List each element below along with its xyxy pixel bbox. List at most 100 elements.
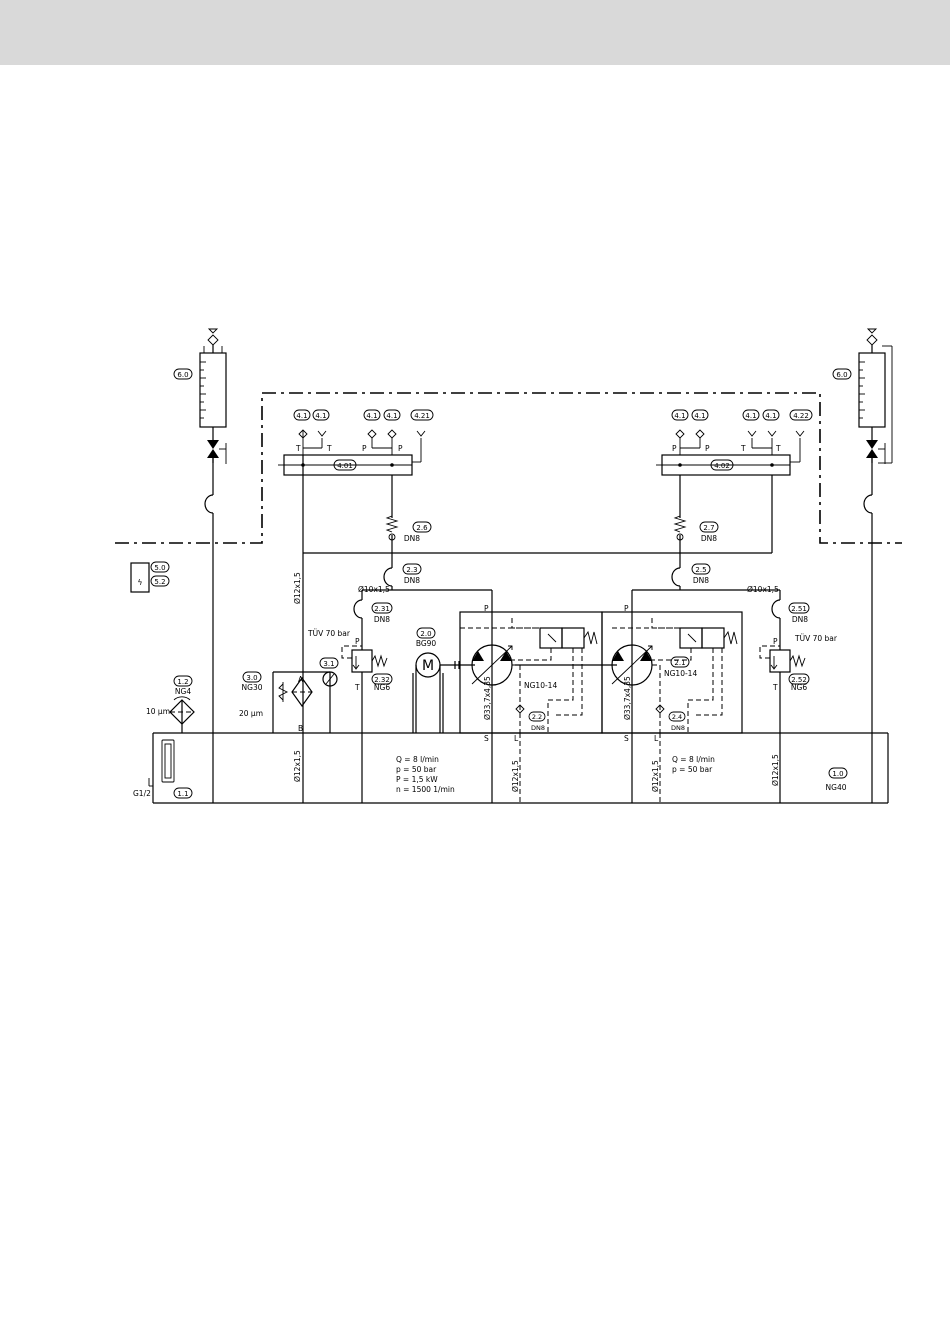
label-4-01: 4.01 (337, 462, 353, 470)
label-2-0: 2.0 (420, 630, 431, 638)
tuv-left: TÜV 70 bar (307, 629, 351, 638)
port-P: P (484, 604, 489, 613)
label-4-21: 4.21 (414, 412, 430, 420)
relief-valve-2-52 (759, 645, 806, 673)
spec-right-q: Q = 8 l/min (672, 755, 715, 764)
label-3-0: 3.0 (246, 674, 257, 682)
pressure-gauge-3-1 (322, 671, 338, 687)
label-6-0-right: 6.0 (836, 371, 847, 379)
spec-left-power: P = 1,5 kW (396, 775, 438, 784)
label-4-02: 4.02 (714, 462, 730, 470)
micron-20: 20 µm (239, 709, 263, 718)
port-P: P (773, 637, 778, 646)
label-2-31: 2.31 (374, 605, 390, 613)
label-4-1: 4.1 (296, 412, 307, 420)
ng6-left: NG6 (374, 683, 390, 692)
return-filter-3-0 (278, 676, 313, 708)
port-B: B (298, 724, 303, 733)
label-4-1: 4.1 (674, 412, 685, 420)
manifold-4-02 (656, 429, 805, 476)
label-3-1: 3.1 (323, 660, 334, 668)
label-1-1: 1.1 (177, 790, 188, 798)
electrical-box-5-0 (130, 562, 150, 593)
electric-motor-2-0 (412, 652, 617, 733)
label-5-2: 5.2 (154, 578, 165, 586)
spec-left-p: p = 50 bar (396, 765, 437, 774)
page-header-band (0, 0, 950, 65)
spec-right-p: p = 50 bar (672, 765, 713, 774)
port-P: P (355, 637, 360, 646)
ng4: NG4 (175, 687, 191, 696)
ng6-right: NG6 (791, 683, 807, 692)
dn8-2-6: DN8 (404, 534, 420, 543)
port-P: P (624, 604, 629, 613)
piping (204, 455, 873, 803)
pipe-12-tank-right: Ø12x1,5 (771, 754, 780, 786)
dn8-2-31: DN8 (374, 615, 390, 624)
item-labels: 6.0 6.0 4.1 4.1 4.1 4.1 4.21 4.1 4.1 4.1… (150, 368, 852, 799)
label-2-2: 2.2 (532, 713, 542, 721)
accumulator-6-0-left (199, 328, 227, 464)
port-T: T (295, 444, 301, 453)
label-5-0: 5.0 (154, 564, 165, 572)
pipe-33-right: Ø33,7x4,35 (623, 676, 632, 720)
label-4-1: 4.1 (315, 412, 326, 420)
pipe-12-upper: Ø12x1,5 (293, 572, 302, 604)
port-S: S (624, 734, 629, 743)
label-1-2: 1.2 (177, 678, 188, 686)
label-2-51: 2.51 (791, 605, 807, 613)
pipe-12-tank-left: Ø12x1,5 (293, 750, 302, 782)
port-L: L (654, 734, 659, 743)
check-valve-2-6 (385, 515, 399, 541)
spec-left-n: n = 1500 1/min (396, 785, 455, 794)
pipe-10-left: Ø10x1,5 (358, 585, 390, 594)
port-L: L (514, 734, 519, 743)
spec-left-q: Q = 8 l/min (396, 755, 439, 764)
lightning-symbol: ϟ (138, 578, 143, 587)
label-2-52: 2.52 (791, 676, 807, 684)
dn8-2-3: DN8 (404, 576, 420, 585)
air-filter-1-2 (169, 696, 195, 733)
label-6-0-left: 6.0 (177, 371, 188, 379)
port-T: T (326, 444, 332, 453)
g12: G1/2 (133, 789, 151, 798)
enclosure-frame (115, 392, 902, 544)
pipe-12-drain-left: Ø12x1,5 (511, 760, 520, 792)
ng30: NG30 (242, 683, 263, 692)
label-4-1: 4.1 (745, 412, 756, 420)
label-4-1: 4.1 (386, 412, 397, 420)
ng40: NG40 (826, 783, 847, 792)
dn8-2-4: DN8 (671, 724, 685, 732)
label-2-7: 2.7 (703, 524, 714, 532)
accumulator-6-0-right (858, 328, 893, 464)
dn8-2-5: DN8 (693, 576, 709, 585)
pipe-12-drain-right: Ø12x1,5 (651, 760, 660, 792)
bg90: BG90 (416, 639, 437, 648)
ng10-14-right: NG10-14 (664, 669, 697, 678)
manifold-4-01 (278, 429, 426, 476)
pipe-33-left: Ø33,7x4,35 (483, 676, 492, 720)
port-T: T (354, 683, 360, 692)
tuv-right: TÜV 70 bar (794, 634, 838, 643)
annotations: ϟ T T P P P P T T DN8 DN8 DN8 DN8 DN8 DN… (133, 444, 847, 798)
label-2-32: 2.32 (374, 676, 390, 684)
label-2-6: 2.6 (416, 524, 428, 532)
port-P: P (705, 444, 710, 453)
label-2-5: 2.5 (695, 566, 706, 574)
dn8-2-2: DN8 (531, 724, 545, 732)
label-2-4: 2.4 (672, 713, 682, 721)
port-P: P (362, 444, 367, 453)
label-4-1: 4.1 (694, 412, 705, 420)
port-T: T (775, 444, 781, 453)
label-2-1: 2.1 (674, 659, 685, 667)
port-P: P (672, 444, 677, 453)
check-valve-2-7 (673, 515, 687, 541)
port-P: P (398, 444, 403, 453)
dn8-2-7: DN8 (701, 534, 717, 543)
pump-right (611, 618, 738, 733)
pipe-10-right: Ø10x1,5 (747, 585, 779, 594)
pump-left (460, 618, 598, 733)
motor-symbol: M (422, 658, 434, 674)
relief-valve-2-32 (341, 645, 388, 673)
